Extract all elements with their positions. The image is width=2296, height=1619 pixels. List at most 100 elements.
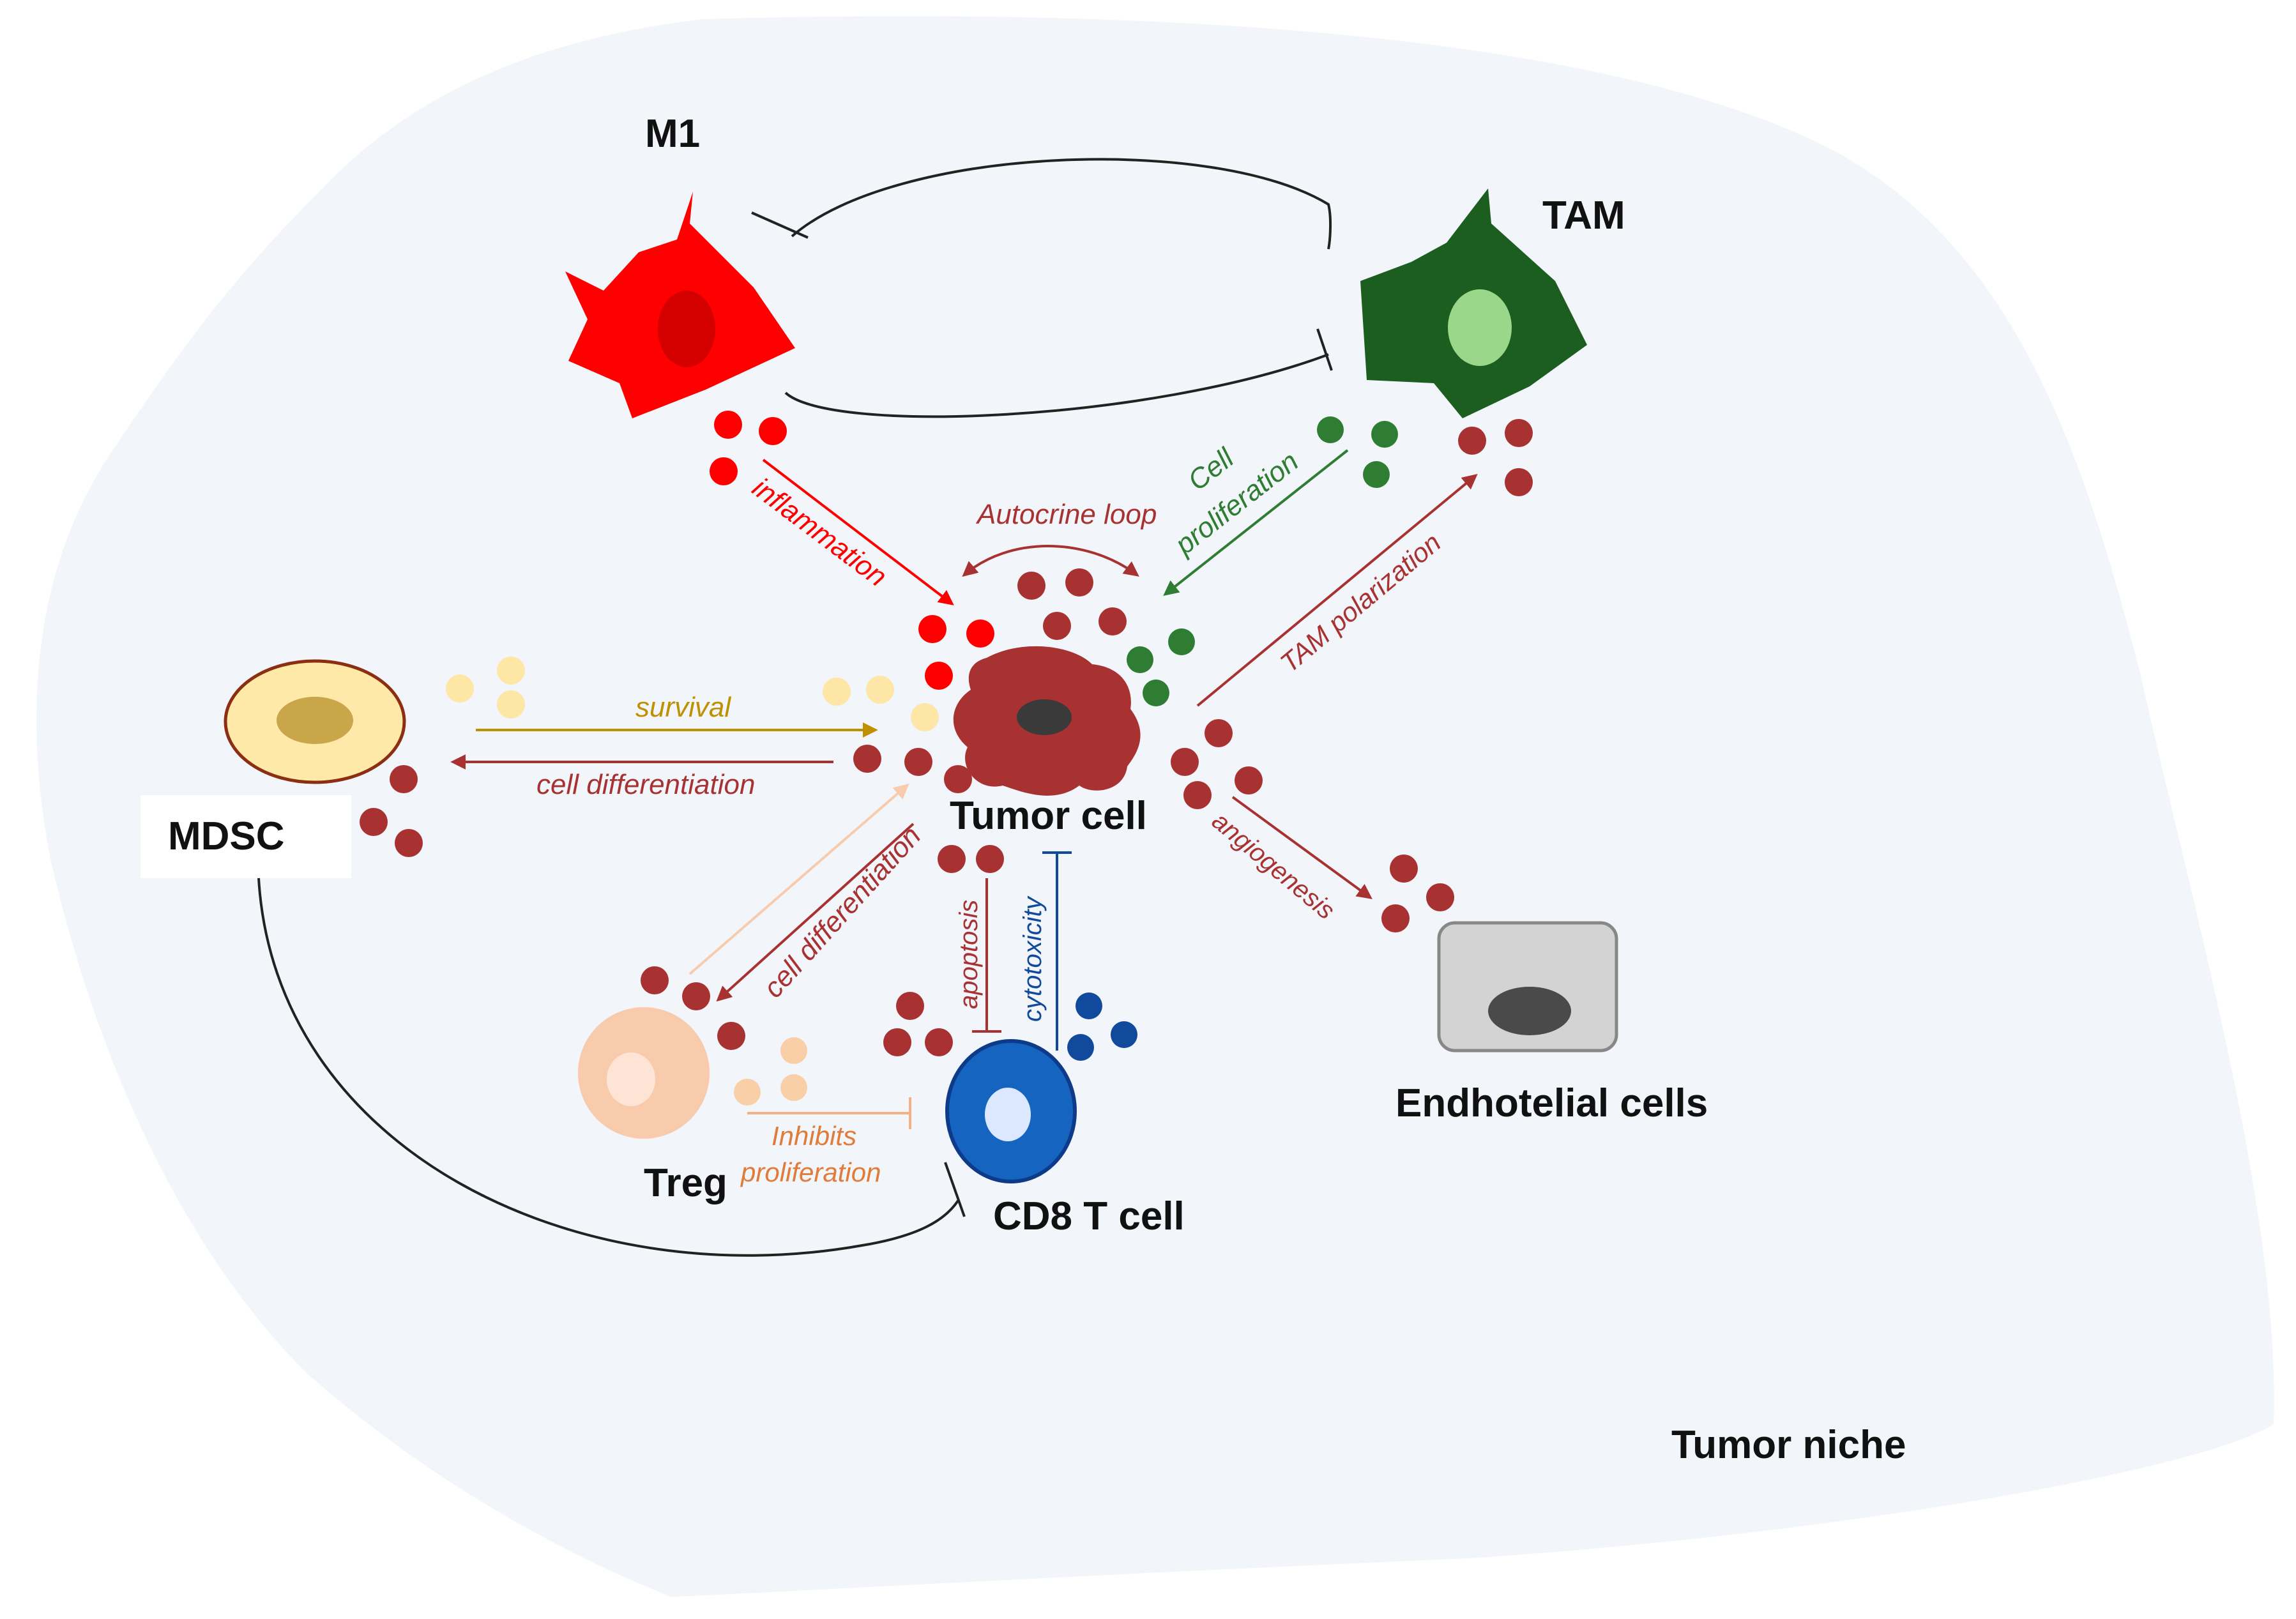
treg-differentiation-arrow (716, 823, 915, 1002)
tam-factor-dot (1363, 461, 1390, 488)
endothelial-cell-body (1437, 921, 1618, 1053)
mdsc-nucleus (277, 697, 353, 744)
tumor-factor-dot (1065, 568, 1093, 597)
tumor-factor-dot (1205, 719, 1233, 747)
m1-factor-dot (925, 662, 953, 690)
tumor-secreted-left (853, 745, 972, 793)
tumor-factor-dot (883, 1028, 911, 1056)
tumor-factor-dot (395, 829, 423, 857)
mdsc-label: MDSC (168, 814, 285, 858)
tumor-received-mdsc-factors (823, 676, 939, 731)
mdsc-cell (224, 659, 406, 784)
m1-factor-dot (759, 417, 787, 445)
tumor-factor-dot (1505, 419, 1533, 447)
m1-factor-dot (714, 411, 742, 439)
tam-received-factors (1458, 419, 1533, 496)
autocrine-loop-arrow (962, 545, 1139, 577)
tumor-factor-dot (1017, 572, 1045, 600)
m1-factor-dot (966, 619, 994, 648)
cd8-label: CD8 T cell (993, 1194, 1185, 1238)
tam-inhibition-bar (1316, 328, 1333, 371)
tumor-nucleus (1017, 699, 1072, 735)
cd8-nucleus (985, 1088, 1031, 1141)
m1-nucleus (658, 291, 715, 367)
tumor-received-m1-factors (918, 615, 994, 690)
mdsc-secreted-factors (446, 657, 525, 718)
tumor-factor-dot (896, 992, 924, 1020)
mdsc-differentiation-label: cell differentiation (536, 769, 755, 800)
tumor-factor-dot (717, 1022, 745, 1050)
tumor-secreted-right (1171, 719, 1263, 809)
tumor-factor-dot (976, 845, 1004, 873)
tumor-factor-dot (390, 765, 418, 793)
tam-secreted-factors-green (1317, 416, 1398, 488)
survival-label: survival (635, 692, 731, 723)
tam-factor-dot (1317, 416, 1344, 443)
inflammation-arrow (762, 459, 954, 605)
tumor-factor-dot (1235, 766, 1263, 794)
tumor-received-tam-factors (1127, 628, 1195, 706)
cd8-inhibition-bar (944, 1162, 966, 1217)
treg-received-factors (641, 966, 745, 1050)
tumor-factor-dot (1171, 748, 1199, 776)
m1-tam-inhibition-lower (784, 353, 1329, 418)
inhibits-label-line1: Inhibits (772, 1121, 856, 1151)
cd8-factor-dot (1076, 992, 1102, 1019)
mdsc-label-box (141, 795, 351, 878)
cell-proliferation-arrow (1163, 449, 1349, 596)
cytotoxicity-label: cytotoxicity (1019, 895, 1047, 1022)
tumor-cell-label: Tumor cell (950, 794, 1147, 838)
cd8-factor-dot (1067, 1034, 1094, 1061)
m1-cell (565, 192, 795, 418)
treg-secreted-factors (734, 1037, 807, 1106)
tumor-factor-dot (904, 748, 932, 776)
mdsc-factor-dot (911, 703, 939, 731)
m1-inhibition-bar (751, 211, 809, 239)
treg-cell (578, 1007, 710, 1139)
tumor-factor-dot (944, 765, 972, 793)
m1-tam-inhibition-upper (791, 158, 1332, 250)
tumor-cell (953, 646, 1141, 796)
treg-factor-dot (734, 1079, 761, 1106)
tumor-factor-dot (360, 808, 388, 836)
tam-nucleus (1448, 289, 1512, 366)
tumor-factor-dot (1043, 612, 1071, 640)
tumor-niche-label: Tumor niche (1671, 1423, 1906, 1467)
mdsc-factor-dot (497, 690, 525, 718)
mdsc-received-factors (360, 765, 423, 857)
autocrine-loop-label: Autocrine loop (975, 499, 1157, 530)
tumor-secreted-bottom (938, 845, 1004, 873)
endothelial-received-factors (1381, 855, 1454, 932)
treg-label: Treg (644, 1161, 727, 1205)
mdsc-factor-dot (446, 674, 474, 703)
tumor-factor-dot (853, 745, 881, 773)
inhibits-label-line2: proliferation (740, 1157, 881, 1187)
tam-factor-dot (1143, 680, 1169, 706)
treg-to-tumor-arrow (688, 783, 909, 975)
m1-secreted-factors (710, 411, 787, 485)
tumor-factor-dot (1426, 883, 1454, 911)
cd8-received-tumor-factors (883, 992, 953, 1056)
tumor-factor-dot (682, 982, 710, 1010)
tam-cell (1360, 188, 1587, 418)
mdsc-factor-dot (866, 676, 894, 704)
m1-factor-dot (710, 457, 738, 485)
mdsc-factor-dot (823, 678, 851, 706)
tumor-factor-dot (1390, 855, 1418, 883)
tumor-factor-dot (1099, 607, 1127, 635)
tumor-factor-dot (938, 845, 966, 873)
cd8-secreted-factors (1067, 992, 1137, 1061)
angiogenesis-arrow (1231, 796, 1372, 899)
tam-factor-dot (1371, 421, 1398, 448)
tumor-factor-dot (1505, 468, 1533, 496)
m1-label: M1 (645, 112, 700, 156)
mdsc-factor-dot (497, 657, 525, 685)
tumor-factor-dot (925, 1028, 953, 1056)
tumor-factor-dot (1381, 904, 1410, 932)
tam-factor-dot (1127, 646, 1153, 673)
apoptosis-label: apoptosis (955, 900, 983, 1009)
endothelial-label: Endhotelial cells (1395, 1081, 1708, 1125)
m1-factor-dot (918, 615, 947, 643)
